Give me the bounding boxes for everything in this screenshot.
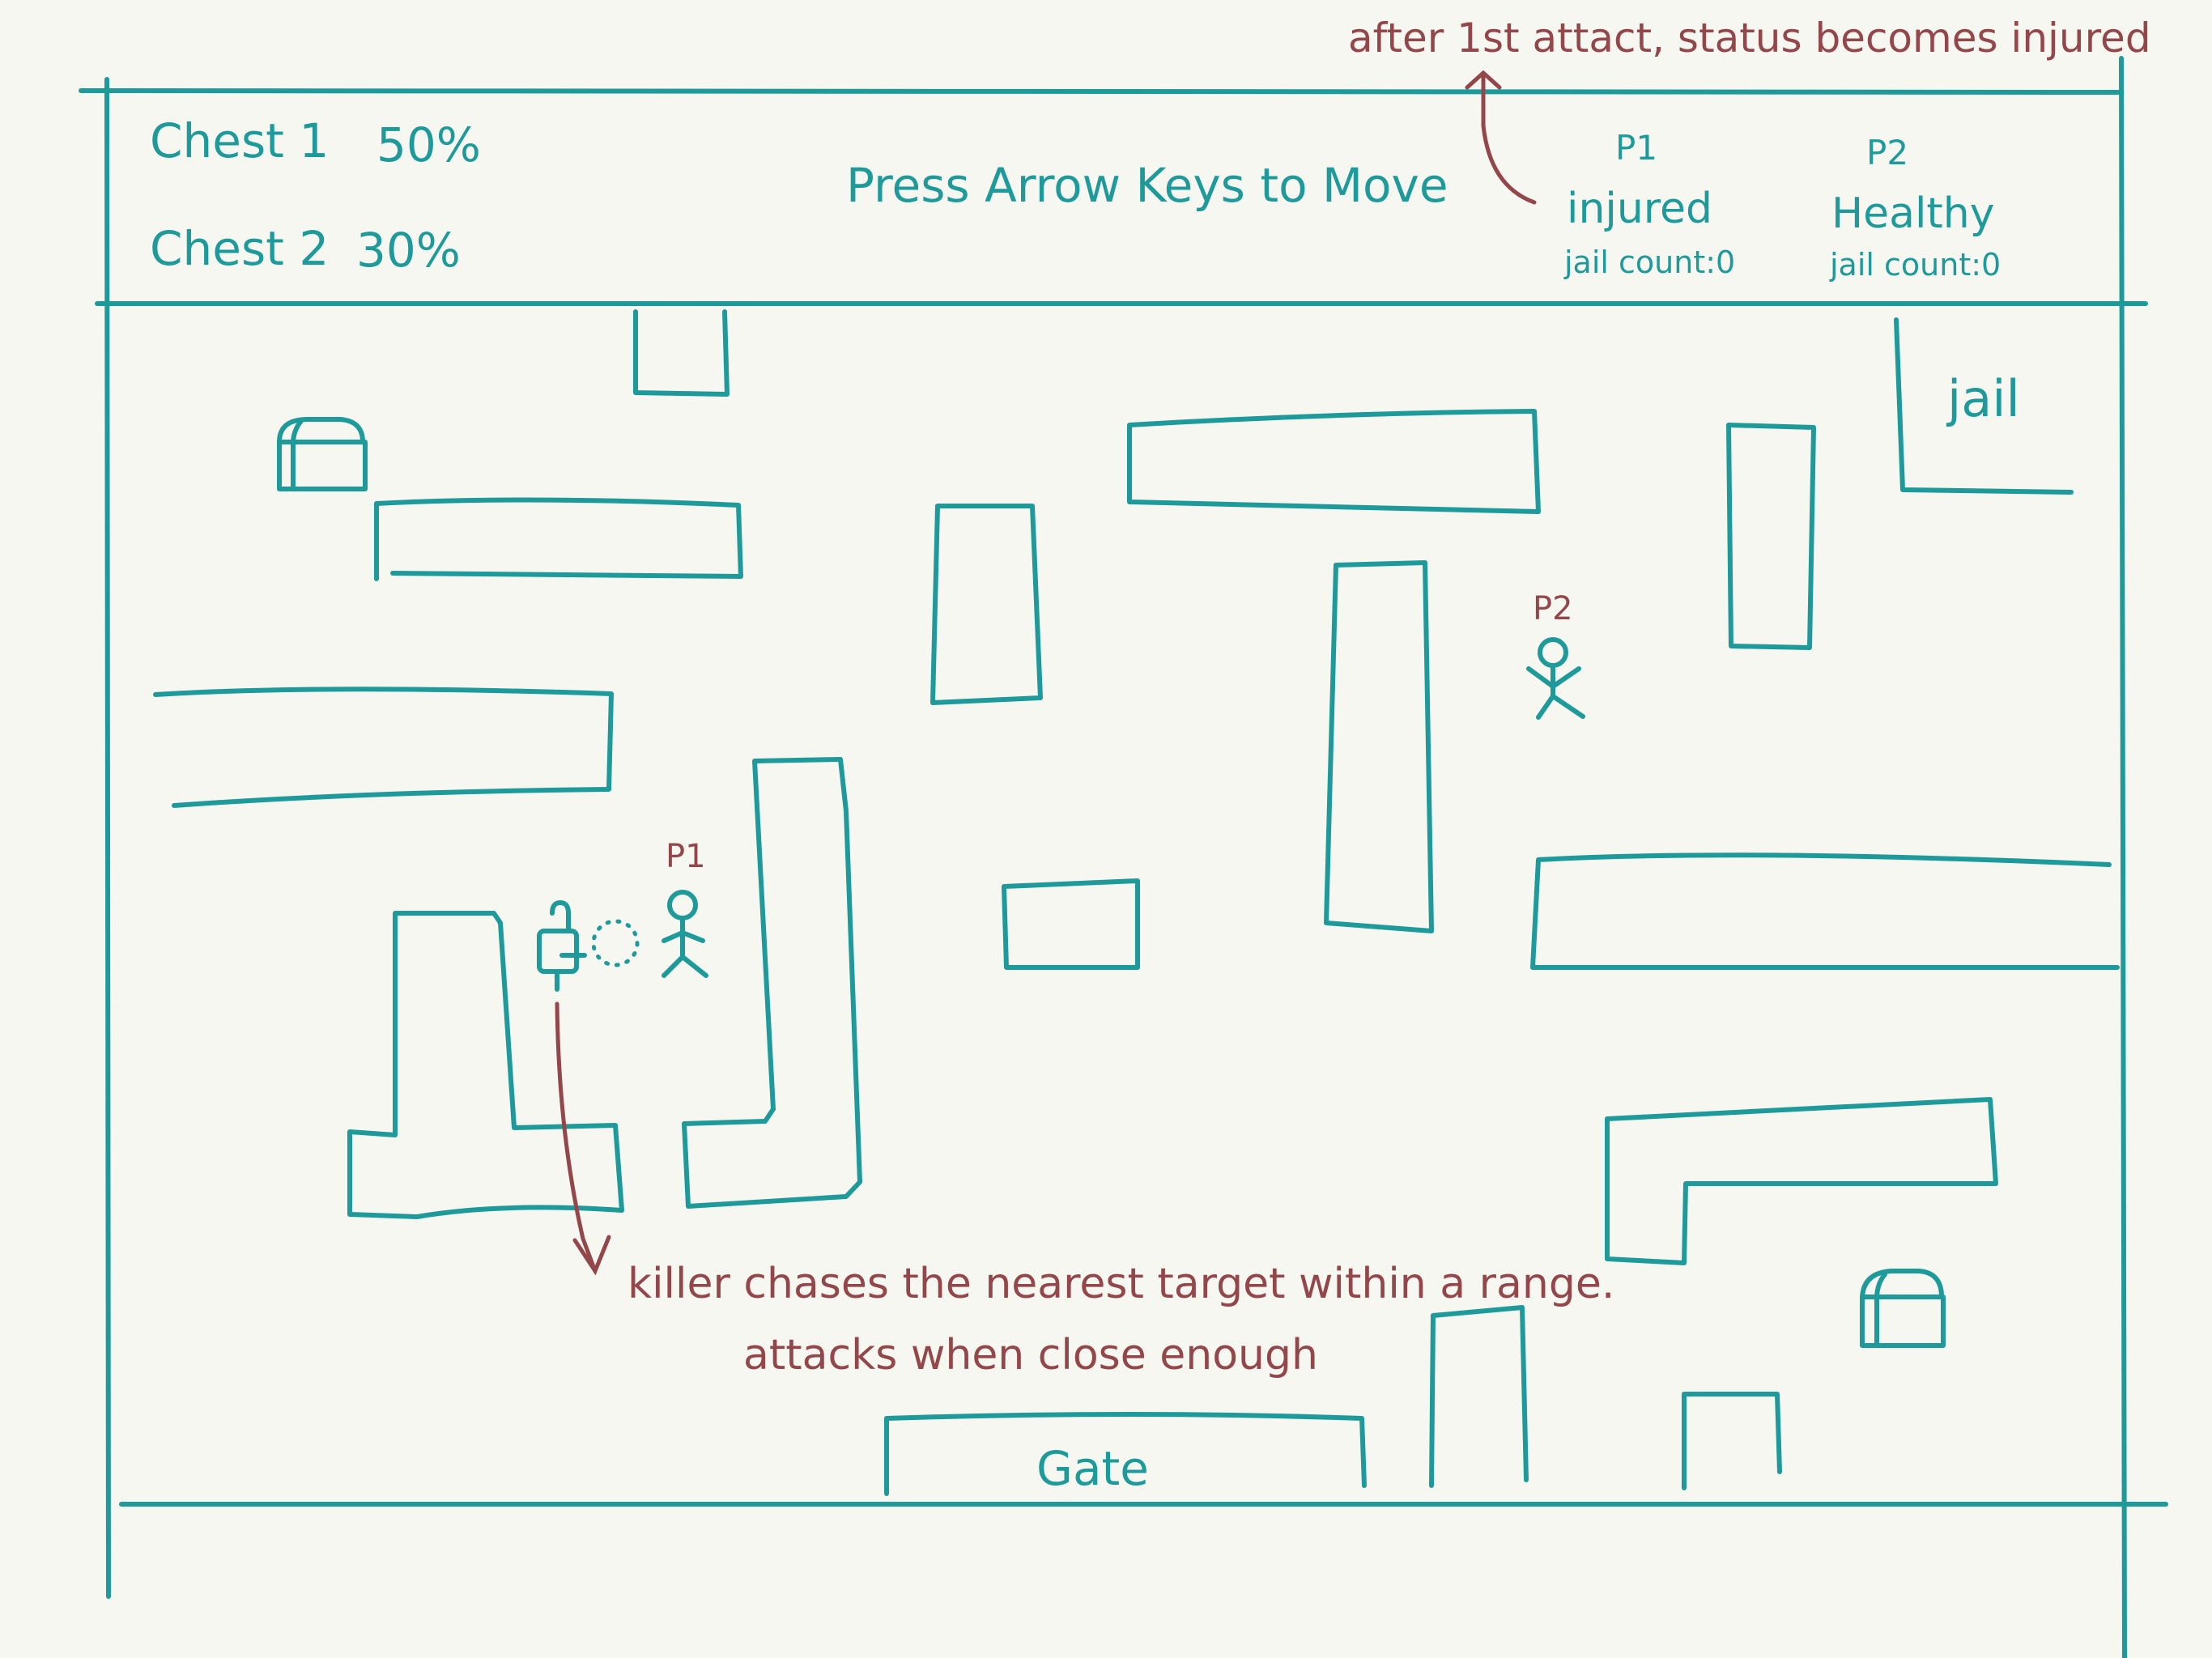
hud-top-border <box>79 88 2122 95</box>
attack-range-icon <box>591 919 640 967</box>
p2-tag: P2 <box>1533 590 1573 627</box>
status-note: after 1st attact, status becomes injured <box>1348 15 2151 62</box>
player-icon <box>1526 637 1585 720</box>
p1-status: injured <box>1567 185 1713 233</box>
chest-1-progress: 50% <box>376 117 481 172</box>
jail-label: jail <box>1947 369 2020 428</box>
p2-status: Healthy <box>1831 189 1995 238</box>
wall-right-long-bar <box>1530 852 2120 970</box>
wall-small-box <box>1002 878 1140 970</box>
chest-1-label: Chest 1 <box>150 113 330 168</box>
chest-2-progress: 30% <box>356 223 461 278</box>
chest-icon <box>277 417 368 491</box>
frame-right-edge <box>2119 56 2127 1658</box>
killer-note-line2: attacks when close enough <box>743 1331 1318 1380</box>
status-note-arrow <box>1481 72 1537 205</box>
p1-tag: P1 <box>666 838 706 875</box>
wall-j-shape <box>682 757 862 1209</box>
wall-upper-left-bar <box>374 497 743 581</box>
wall-center-small-tall <box>930 504 1043 705</box>
wall-bottom-notch-right <box>1682 1392 1782 1490</box>
wall-center-tall-pillar <box>1324 560 1434 933</box>
killer-note-line1: killer chases the nearest target within … <box>627 1260 1615 1308</box>
wall-right-small-tall <box>1726 423 1816 650</box>
p1-jail-count: jail count:0 <box>1564 244 1736 280</box>
killer-note-arrow <box>555 1001 598 1273</box>
p1-label: P1 <box>1615 128 1658 168</box>
p2-label: P2 <box>1866 133 1909 172</box>
player-icon <box>661 890 708 978</box>
wall-t-shape <box>347 911 624 1219</box>
gate-label: Gate <box>1036 1441 1149 1496</box>
chest-2-label: Chest 2 <box>150 221 330 276</box>
wall-bottom-notch-left <box>1429 1305 1529 1488</box>
killer-icon <box>537 900 587 992</box>
wall-jail-corner <box>1894 317 2074 495</box>
wall-gate-bracket <box>884 1412 1367 1496</box>
killer-note-arrowhead <box>572 1235 611 1276</box>
chest-icon <box>1860 1269 1946 1348</box>
wall-left-long-bar <box>153 687 614 808</box>
frame-left-edge <box>104 77 111 1599</box>
wall-l-shape <box>1605 1097 1998 1265</box>
wall-top-notch <box>633 309 730 397</box>
p2-jail-count: jail count:0 <box>1830 247 2001 283</box>
instruction-text: Press Arrow Keys to Move <box>846 158 1448 213</box>
status-note-arrowhead <box>1465 70 1502 90</box>
wall-upper-center-bar <box>1127 409 1541 514</box>
